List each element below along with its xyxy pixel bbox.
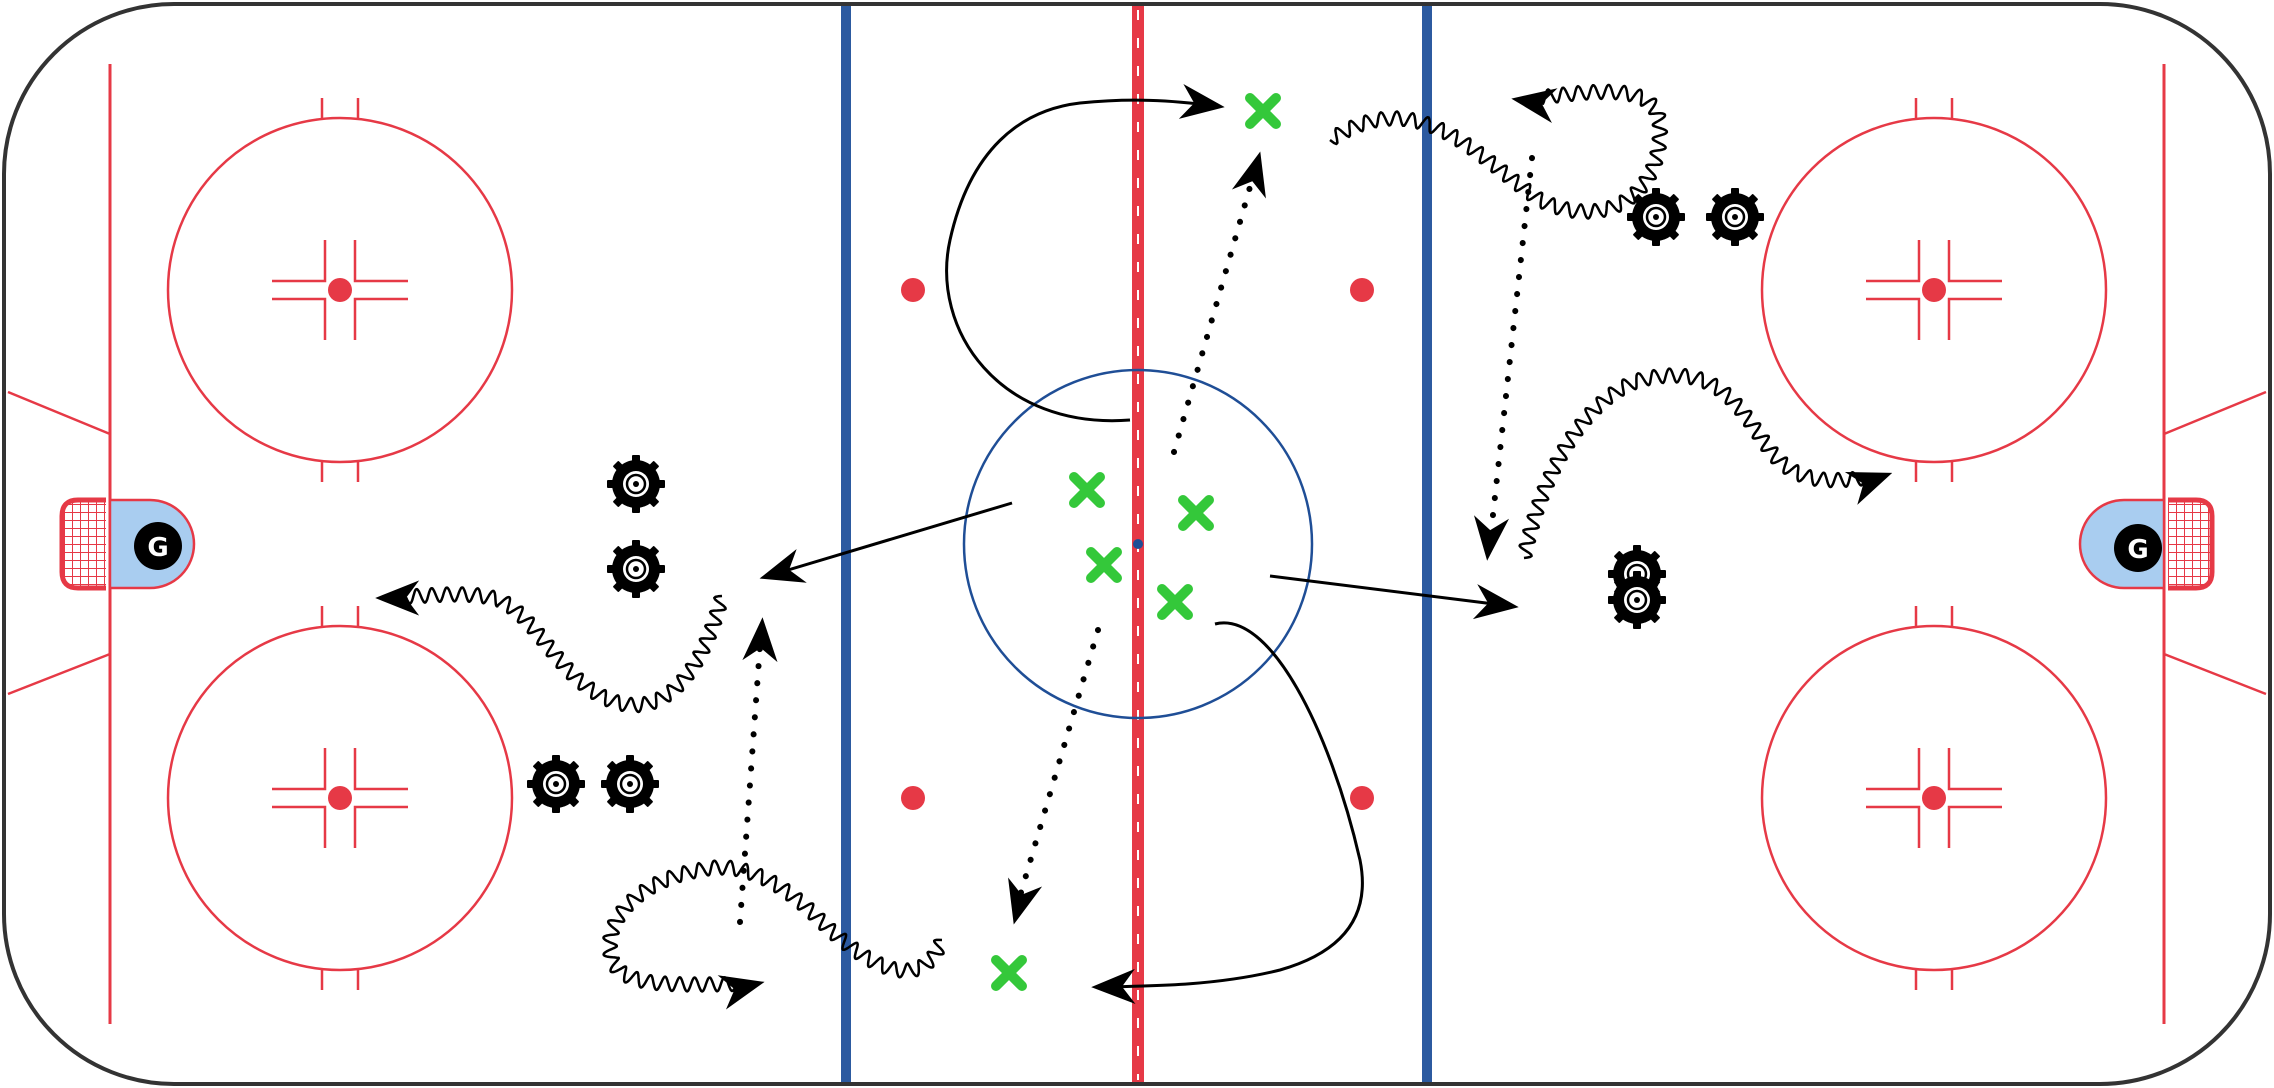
tire-icon bbox=[1625, 186, 1687, 248]
puck-carry-path-bottom-left bbox=[602, 859, 945, 1010]
tire-icon bbox=[599, 753, 661, 815]
skate-path-curve-top bbox=[945, 83, 1225, 423]
goalie-label-left: G bbox=[147, 533, 168, 563]
faceoff-circle-right-bottom bbox=[1760, 606, 2108, 990]
tire-icon bbox=[1704, 186, 1766, 248]
center-dot bbox=[1133, 539, 1143, 549]
pass-line-left bbox=[759, 501, 1013, 583]
faceoff-dot-right-top bbox=[1922, 278, 1946, 302]
faceoff-dot-left-bottom bbox=[328, 786, 352, 810]
trapezoid-right bbox=[2163, 390, 2267, 696]
x-marker-icon bbox=[1245, 93, 1281, 129]
tire-icon bbox=[525, 753, 587, 815]
puck-carry-paths bbox=[375, 83, 1893, 1010]
tire-icon bbox=[605, 453, 667, 515]
x-marker-icon bbox=[991, 955, 1027, 991]
goalie-icon: G bbox=[134, 522, 182, 570]
blue-line-right bbox=[1422, 6, 1432, 1082]
x-marker-icon bbox=[1157, 584, 1193, 620]
goalie-icon: G bbox=[2114, 524, 2162, 572]
tire-icon bbox=[605, 538, 667, 600]
players bbox=[991, 93, 1281, 991]
skate-path-curve-bottom bbox=[1091, 621, 1364, 1005]
faceoff-circle-right-top bbox=[1760, 98, 2108, 482]
faceoff-dot-left-top bbox=[328, 278, 352, 302]
net-icon bbox=[59, 497, 106, 591]
x-marker-icon bbox=[1086, 547, 1122, 583]
puck-carry-path-right-middle bbox=[1518, 367, 1893, 560]
tire-icon bbox=[1606, 569, 1668, 631]
faceoff-dot-right-bottom bbox=[1922, 786, 1946, 810]
blue-line-left bbox=[841, 6, 851, 1082]
dotted-pass-center-down bbox=[1017, 627, 1101, 899]
trapezoid-left bbox=[7, 390, 111, 696]
x-marker-icon bbox=[1069, 472, 1105, 508]
faceoff-circle-left-top bbox=[166, 98, 514, 482]
dotted-pass-left-up bbox=[737, 643, 763, 925]
neutral-zone-dots bbox=[901, 278, 1374, 810]
puck-carry-path-left-middle bbox=[375, 580, 727, 714]
goalie-label-right: G bbox=[2127, 535, 2148, 565]
net-icon bbox=[2168, 497, 2215, 591]
dotted-pass-right-down bbox=[1489, 155, 1535, 527]
faceoff-circle-left-bottom bbox=[166, 606, 514, 990]
puck-carry-path-top-right bbox=[1329, 83, 1669, 220]
center-circle bbox=[962, 368, 1314, 720]
x-marker-icon bbox=[1178, 495, 1214, 531]
pass-line-right bbox=[1269, 574, 1519, 620]
